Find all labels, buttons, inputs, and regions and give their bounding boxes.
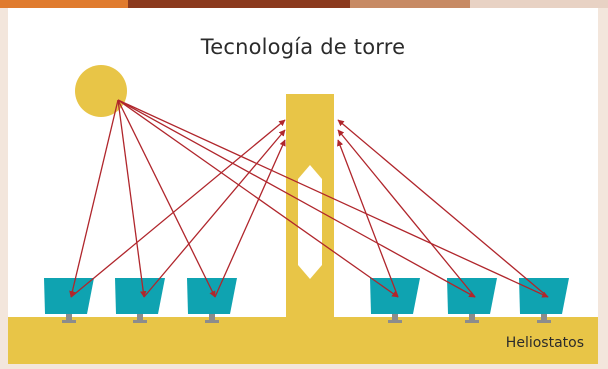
heliostat-post	[66, 314, 72, 321]
top-bar-segment	[0, 0, 128, 8]
heliostat-post	[209, 314, 215, 321]
heliostat-mirror	[44, 278, 94, 314]
reflected-ray	[337, 139, 399, 298]
heliostat-base	[62, 320, 76, 323]
heliostats-label: Heliostatos	[505, 335, 584, 351]
reflected-ray	[143, 129, 286, 298]
incoming-ray	[117, 99, 216, 298]
reflected-ray	[214, 139, 286, 298]
incoming-ray	[117, 99, 476, 298]
incoming-ray	[117, 99, 147, 298]
heliostat-icon	[115, 278, 165, 323]
heliostat-mirror	[370, 278, 420, 314]
heliostat-mirror	[115, 278, 165, 314]
diagram-panel: Tecnología de torre Heliostatos	[8, 8, 598, 364]
heliostat-icon	[519, 278, 569, 323]
top-bar-segment	[470, 0, 608, 8]
heliostat-post	[137, 314, 143, 321]
top-accent-bar	[0, 0, 608, 8]
tower-window	[298, 165, 322, 279]
heliostat-post	[541, 314, 547, 321]
heliostat-base	[537, 320, 551, 323]
heliostat-base	[465, 320, 479, 323]
reflected-ray	[337, 129, 476, 298]
reflected-ray	[337, 119, 549, 298]
diagram-title: Tecnología de torre	[200, 35, 406, 59]
sun-icon	[75, 65, 127, 117]
heliostat-base	[133, 320, 147, 323]
incoming-ray	[117, 99, 399, 298]
heliostat-base	[205, 320, 219, 323]
top-bar-segment	[350, 0, 470, 8]
top-bar-segment	[128, 0, 350, 8]
heliostat-icon	[44, 278, 94, 323]
incoming-ray	[69, 99, 119, 298]
heliostat-icon	[447, 278, 497, 323]
heliostat-mirror	[187, 278, 237, 314]
ray-group	[69, 99, 549, 298]
heliostat-base	[388, 320, 402, 323]
incoming-ray	[117, 99, 549, 298]
reflected-ray	[70, 119, 286, 298]
heliostat-icon	[370, 278, 420, 323]
tower-technology-diagram	[8, 65, 598, 364]
heliostat-mirror	[519, 278, 569, 314]
heliostat-post	[392, 314, 398, 321]
heliostat-icon	[187, 278, 237, 323]
heliostat-group	[44, 278, 569, 323]
heliostat-post	[469, 314, 475, 321]
